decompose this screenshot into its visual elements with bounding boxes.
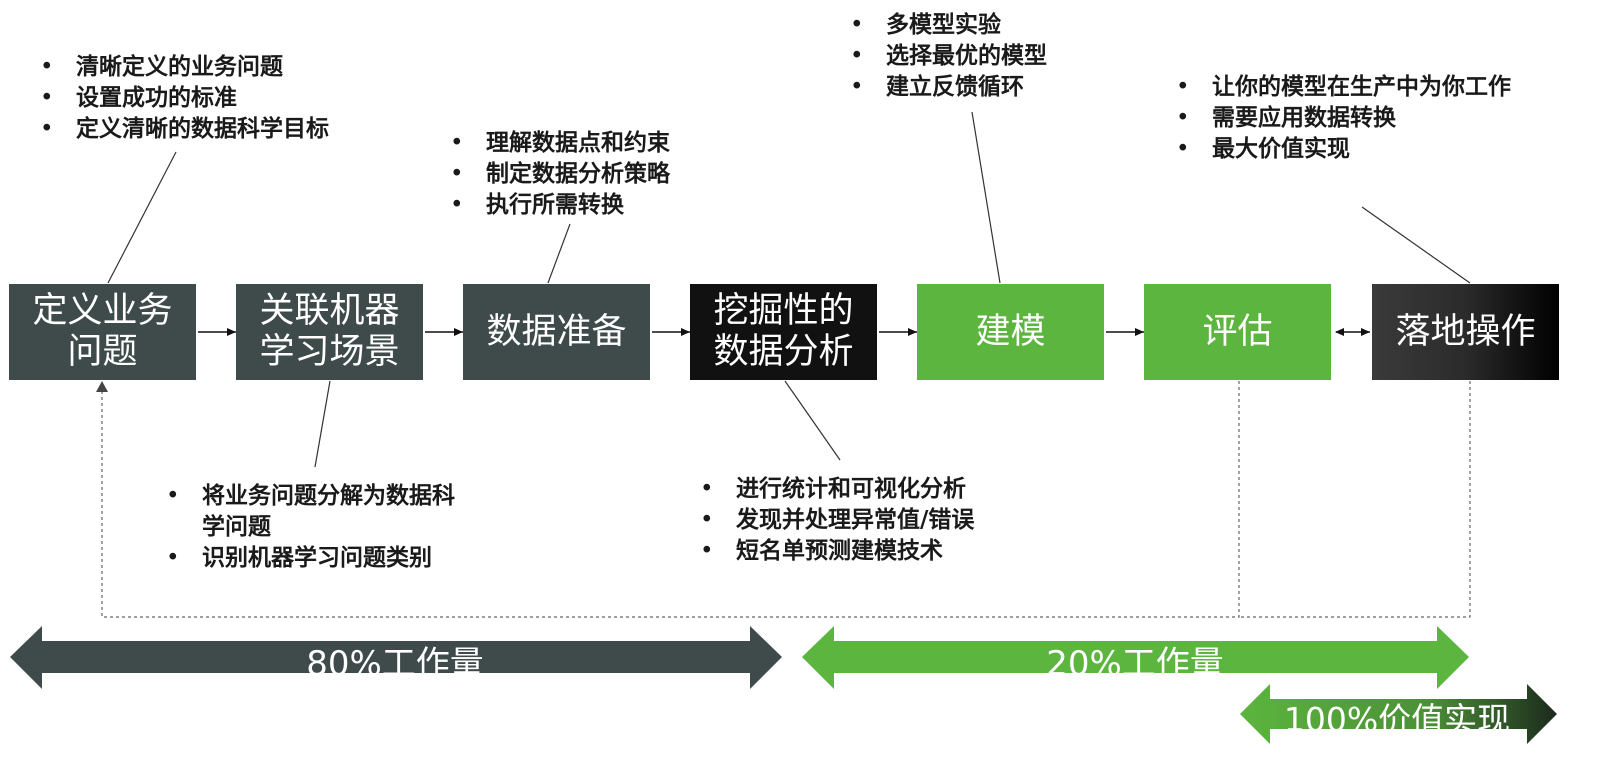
callout-lines: [107, 111, 1471, 468]
step-label: 挖掘性的 数据分析: [713, 291, 854, 372]
callout-line-prepare: [547, 223, 571, 284]
note-item: 制定数据分析策略: [450, 159, 750, 190]
feedback-arrowhead: [96, 381, 108, 392]
step-define-business-problem: 定义业务 问题: [9, 284, 196, 380]
step-exploratory-analysis: 挖掘性的 数据分析: [690, 284, 877, 380]
notes-explore: 进行统计和可视化分析 发现并处理异常值/错误 短名单预测建模技术: [700, 474, 1040, 567]
note-item: 理解数据点和约束: [450, 128, 750, 159]
step-label: 数据准备: [486, 311, 627, 352]
note-item: 设置成功的标准: [40, 83, 380, 114]
note-item: 选择最优的模型: [850, 41, 1110, 72]
callout-line-relate: [314, 380, 331, 468]
step-data-preparation: 数据准备: [463, 284, 650, 380]
effort-bar-20: [802, 626, 1469, 689]
step-label: 定义业务 问题: [32, 291, 173, 372]
effort-bar-80: [10, 626, 782, 689]
note-item: 进行统计和可视化分析: [700, 474, 1040, 505]
note-item: 让你的模型在生产中为你工作: [1176, 72, 1516, 103]
callout-line-deploy: [1361, 206, 1471, 284]
note-item: 定义清晰的数据科学目标: [40, 114, 380, 145]
step-label: 落地操作: [1395, 311, 1536, 352]
callout-line-define: [107, 151, 177, 284]
note-item: 需要应用数据转换: [1176, 103, 1516, 134]
step-evaluation: 评估: [1144, 284, 1331, 380]
callout-line-explore: [784, 380, 841, 461]
step-relate-ml-scenario: 关联机器 学习场景: [236, 284, 423, 380]
note-item: 多模型实验: [850, 10, 1110, 41]
note-item: 建立反馈循环: [850, 72, 1110, 103]
note-item: 将业务问题分解为数据科学问题: [166, 481, 476, 543]
callout-line-model: [971, 111, 1001, 284]
notes-define: 清晰定义的业务问题 设置成功的标准 定义清晰的数据科学目标: [40, 52, 380, 145]
note-item: 识别机器学习问题类别: [166, 543, 476, 574]
note-item: 短名单预测建模技术: [700, 536, 1040, 567]
note-item: 清晰定义的业务问题: [40, 52, 380, 83]
note-item: 最大价值实现: [1176, 134, 1516, 165]
step-deployment: 落地操作: [1372, 284, 1559, 380]
notes-deploy: 让你的模型在生产中为你工作 需要应用数据转换 最大价值实现: [1176, 72, 1516, 165]
value-bar-100: [1240, 684, 1557, 744]
notes-relate: 将业务问题分解为数据科学问题 识别机器学习问题类别: [166, 481, 476, 574]
step-label: 建模: [975, 311, 1046, 352]
step-label: 关联机器 学习场景: [259, 291, 400, 372]
feedback-loop: [101, 381, 1471, 618]
value-label-100: 100%价值实现: [1283, 700, 1511, 739]
notes-prepare: 理解数据点和约束 制定数据分析策略 执行所需转换: [450, 128, 750, 221]
effort-label-20: 20%工作量: [1046, 644, 1224, 684]
step-modeling: 建模: [917, 284, 1104, 380]
note-item: 发现并处理异常值/错误: [700, 505, 1040, 536]
step-label: 评估: [1202, 311, 1273, 352]
effort-label-80: 80%工作量: [306, 644, 484, 684]
notes-model: 多模型实验 选择最优的模型 建立反馈循环: [850, 10, 1110, 103]
note-item: 执行所需转换: [450, 190, 750, 221]
